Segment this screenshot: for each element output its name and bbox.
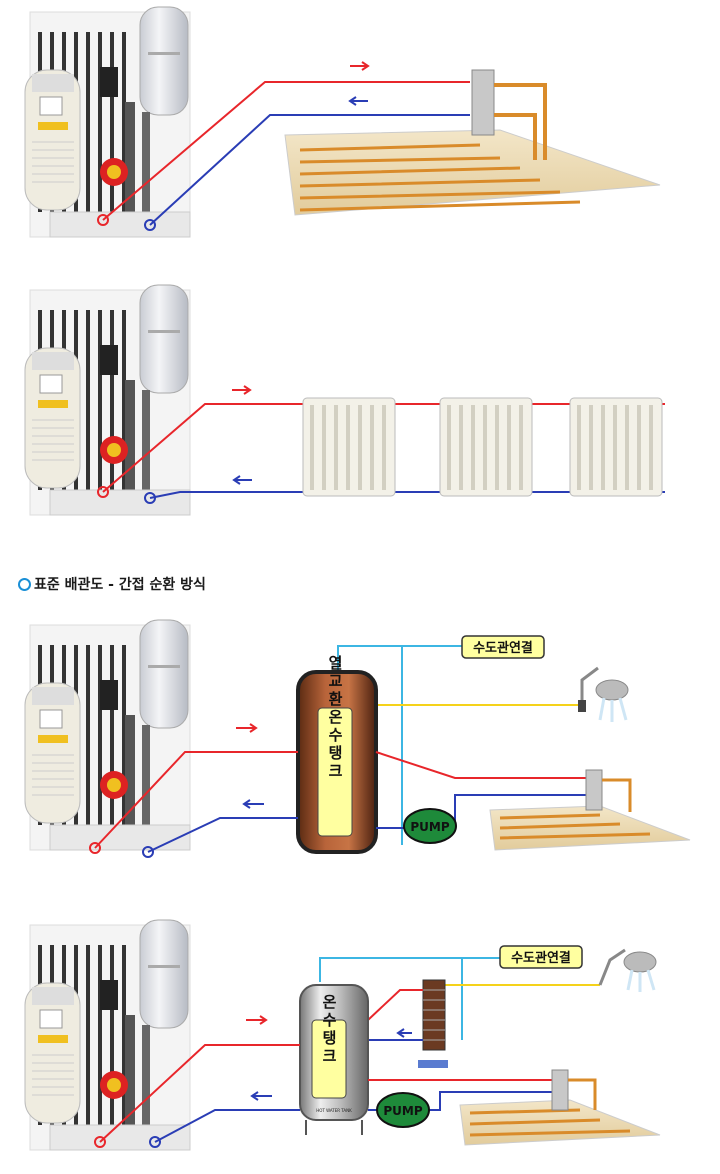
heat-exchange-tank: 열교환온수탱크 bbox=[296, 655, 378, 854]
circle-bullet-icon bbox=[18, 577, 31, 591]
panel-floor-heating bbox=[23, 5, 661, 239]
boiler-icon bbox=[23, 5, 192, 239]
floor-heating-icon bbox=[489, 769, 691, 851]
panel-hot-water-tank: 온수탱크 HOT WATER TANK PUMP 수도관연결 bbox=[23, 918, 661, 1152]
water-connection-label: 수도관연결 bbox=[461, 635, 545, 659]
panel-radiators bbox=[23, 283, 665, 517]
floor-heating-icon bbox=[284, 129, 661, 216]
heat-exchanger-icon bbox=[418, 979, 448, 1068]
svg-text:수도관연결: 수도관연결 bbox=[511, 950, 571, 966]
pump-icon: PUMP bbox=[403, 808, 457, 844]
section-heading: 표준 배관도 - 간접 순환 방식 bbox=[18, 574, 206, 594]
panel-heat-exchange-tank: 열교환온수탱크 PUMP 수도관연결 bbox=[23, 618, 691, 858]
boiler-icon bbox=[23, 918, 192, 1152]
pump-label: PUMP bbox=[410, 820, 449, 834]
svg-text:수도관연결: 수도관연결 bbox=[473, 640, 533, 656]
radiator-icon bbox=[569, 397, 663, 497]
hot-water-tank: 온수탱크 HOT WATER TANK bbox=[299, 984, 369, 1135]
hot-water-tank-label: 온수탱크 bbox=[320, 994, 338, 1066]
radiator-icon bbox=[302, 397, 396, 497]
pump-label: PUMP bbox=[383, 1104, 422, 1118]
shower-icon bbox=[598, 948, 657, 992]
heat-exchange-tank-label: 열교환온수탱크 bbox=[326, 655, 344, 781]
section-heading-text: 표준 배관도 - 간접 순환 방식 bbox=[34, 577, 206, 593]
shower-icon bbox=[578, 666, 629, 722]
flow-arrow-icon bbox=[350, 61, 370, 71]
pump-icon: PUMP bbox=[376, 1092, 430, 1128]
tank-plate: HOT WATER TANK bbox=[316, 1108, 352, 1113]
boiler-icon bbox=[23, 283, 192, 517]
radiator-icon bbox=[439, 397, 533, 497]
floor-heating-icon bbox=[459, 1069, 661, 1146]
water-connection-label: 수도관연결 bbox=[499, 945, 583, 969]
boiler-icon bbox=[23, 618, 192, 852]
